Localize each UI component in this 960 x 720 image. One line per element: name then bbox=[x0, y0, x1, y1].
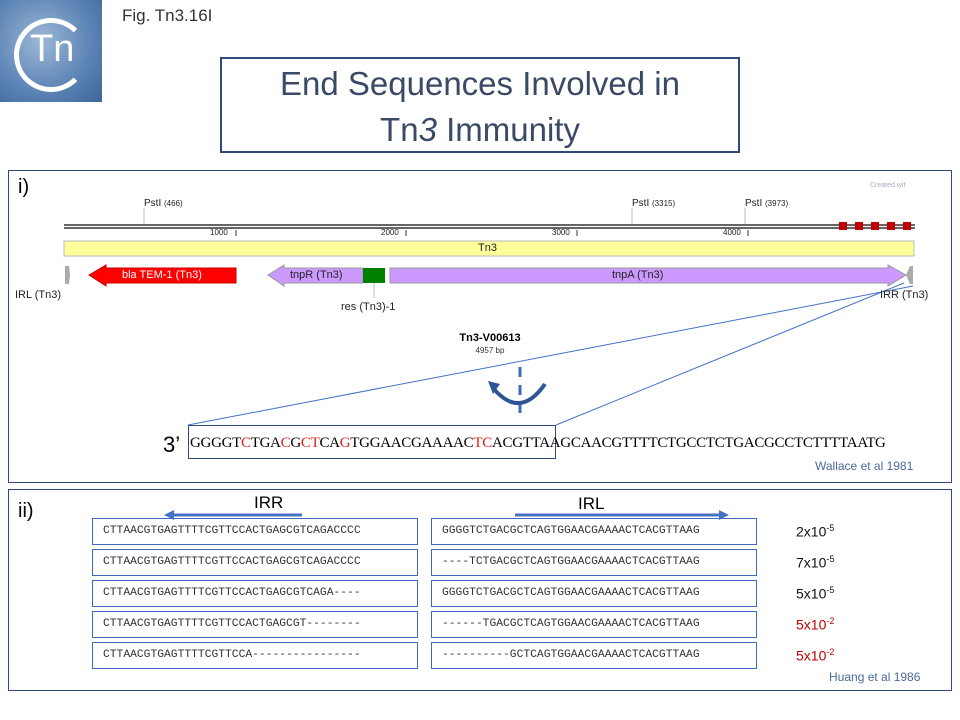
irl-sequence: ----TCTGACGCTCAGTGGAACGAAAACTCACGTTAAG bbox=[431, 549, 757, 576]
bla-arrow bbox=[88, 264, 237, 287]
tick-label: 1000 bbox=[210, 228, 228, 237]
panel-ii-label: ii) bbox=[18, 500, 34, 522]
map-size: 4957 bp bbox=[475, 346, 505, 355]
irl-sequence: ----------GCTCAGTGGAACGAAAACTCACGTTAAG bbox=[431, 642, 757, 669]
tnpA-arrow bbox=[389, 264, 907, 287]
page-title: End Sequences Involved in Tn3 Immunity bbox=[220, 57, 740, 153]
sequence-segment: CT bbox=[300, 435, 320, 451]
irr-sequence: CTTAACGTGAGTTTTCGTTCCACTGAGCGT-------- bbox=[92, 611, 418, 638]
irr-heading: IRR bbox=[254, 493, 284, 512]
sequence-highlight-box bbox=[188, 425, 556, 459]
sequence-segment: GGGGT bbox=[190, 435, 241, 451]
irr-sequence: CTTAACGTGAGTTTTCGTTCCACTGAGCGTCAGA---- bbox=[92, 580, 418, 607]
irl-sequence: GGGGTCTGACGCTCAGTGGAACGAAAACTCACGTTAAG bbox=[431, 580, 757, 607]
site-pst1-3315: PstI (3315) bbox=[632, 198, 676, 209]
panel-i bbox=[8, 170, 952, 483]
irr-sequence: CTTAACGTGAGTTTTCGTTCCA---------------- bbox=[92, 642, 418, 669]
three-prime-label: 3’ bbox=[163, 432, 181, 457]
tn-logo: Tn bbox=[0, 0, 102, 102]
irr-sequence: CTTAACGTGAGTTTTCGTTCCACTGAGCGTCAGACCCC bbox=[92, 549, 418, 576]
irl-sequence: GGGGTCTGACGCTCAGTGGAACGAAAACTCACGTTAAG bbox=[431, 518, 757, 545]
transposition-frequency: 7x10-5 bbox=[796, 554, 835, 571]
tick-label: 2000 bbox=[381, 228, 399, 237]
tick-label: 3000 bbox=[552, 228, 570, 237]
panel-i-label: i) bbox=[18, 176, 30, 198]
irl-heading: IRL bbox=[578, 494, 605, 513]
panel-ii bbox=[8, 489, 952, 691]
transposition-frequency: 5x10-2 bbox=[796, 647, 835, 664]
tn3-bar bbox=[63, 240, 915, 257]
sequence-segment: TGA bbox=[250, 435, 281, 451]
end-sequence: GGGGTCTGACGCTCAGTGGAACGAAAACTCACGTTAAGCA… bbox=[190, 435, 886, 451]
sequence-segment: TGGAACGAAAAC bbox=[350, 435, 474, 451]
sequence-segment: G bbox=[290, 435, 301, 451]
sequence-segment: ACGTTAAG bbox=[491, 435, 571, 451]
sequence-segment: G bbox=[339, 435, 351, 451]
sequence-segment: TC bbox=[473, 435, 492, 451]
irr-label: IRR (Tn3) bbox=[880, 289, 929, 301]
citation-huang: Huang et al 1986 bbox=[829, 670, 921, 684]
site-pst1-466: PstI (466) bbox=[144, 198, 183, 209]
citation-wallace: Wallace et al 1981 bbox=[815, 459, 914, 473]
irl-marker bbox=[65, 266, 70, 284]
irr-sequence: CTTAACGTGAGTTTTCGTTCCACTGAGCGTCAGACCCC bbox=[92, 518, 418, 545]
res-site bbox=[363, 268, 385, 283]
tnpA-label: tnpA (Tn3) bbox=[612, 269, 664, 281]
transposition-frequency: 5x10-5 bbox=[796, 585, 835, 602]
map-name: Tn3-V00613 bbox=[459, 332, 521, 344]
watermark: Created wit bbox=[870, 182, 906, 189]
tick-label: 4000 bbox=[723, 228, 741, 237]
site-pst1-3973: PstI (3973) bbox=[745, 198, 789, 209]
sequence-segment: C bbox=[280, 435, 291, 451]
repeat-markers bbox=[839, 222, 911, 230]
tnpR-label: tnpR (Tn3) bbox=[290, 269, 343, 281]
sequence-segment: C bbox=[241, 435, 251, 451]
irr-marker bbox=[906, 266, 913, 284]
transposition-frequency: 5x10-2 bbox=[796, 616, 835, 633]
sequence-segment: CA bbox=[319, 435, 341, 451]
irl-label: IRL (Tn3) bbox=[15, 289, 62, 301]
bla-label: bla TEM-1 (Tn3) bbox=[122, 269, 202, 281]
figure-label: Fig. Tn3.16I bbox=[122, 6, 213, 25]
tn3-label: Tn3 bbox=[478, 242, 497, 254]
transposition-frequency: 2x10-5 bbox=[796, 523, 835, 540]
res-label: res (Tn3)-1 bbox=[341, 301, 396, 313]
irl-sequence: ------TGACGCTCAGTGGAACGAAAACTCACGTTAAG bbox=[431, 611, 757, 638]
